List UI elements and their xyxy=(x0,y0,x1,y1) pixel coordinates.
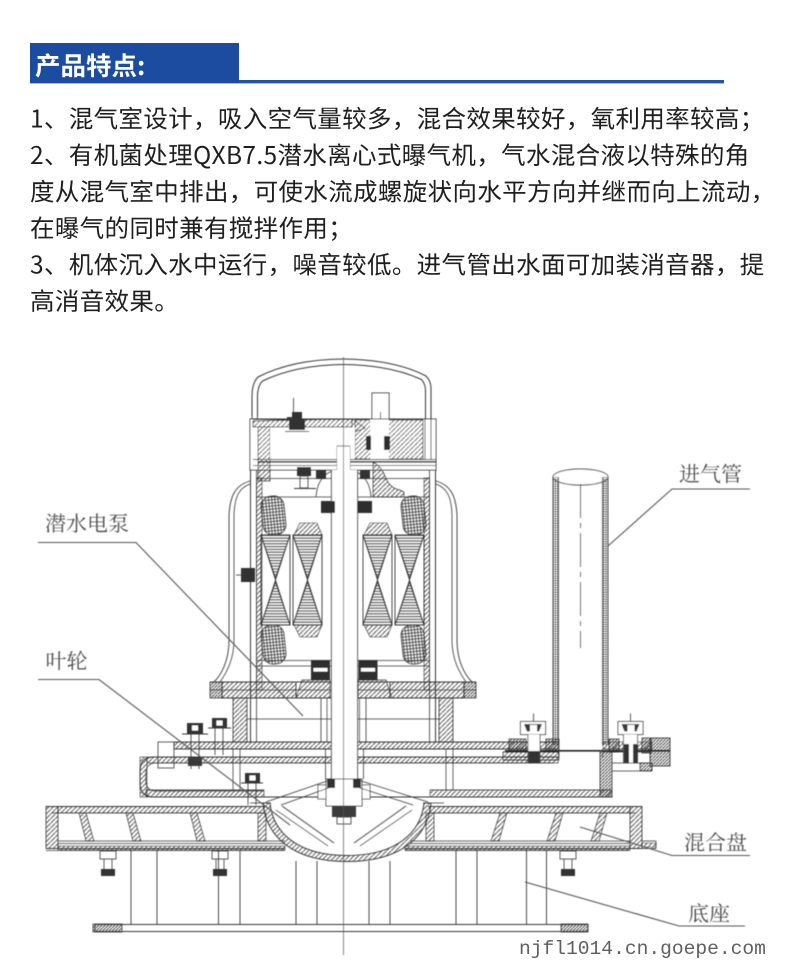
svg-text:njfl1014.cn.goepe.com: njfl1014.cn.goepe.com xyxy=(519,938,766,960)
